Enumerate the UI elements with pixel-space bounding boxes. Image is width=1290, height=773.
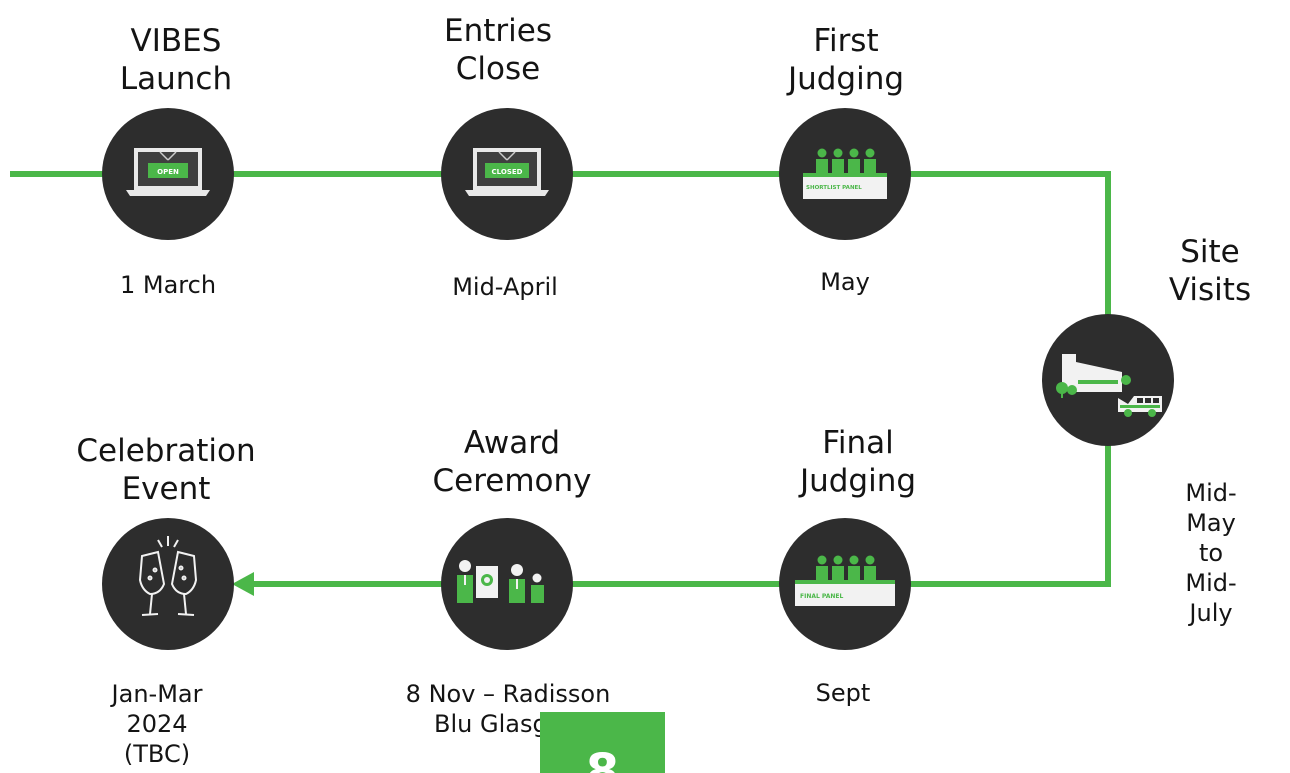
milestone-title-launch: VIBES Launch xyxy=(119,23,233,97)
milestone-title-site-visits: Site Visits xyxy=(1168,234,1252,308)
milestone-circle-site-visits xyxy=(1042,314,1174,446)
page-number-tab: 8 xyxy=(540,712,665,773)
milestone-date-launch: 1 March xyxy=(119,271,217,299)
milestone-circle-award-ceremony xyxy=(441,518,573,650)
award-presentation-icon xyxy=(457,560,544,603)
champagne-glasses-icon xyxy=(138,536,198,616)
milestone-date-celebration: Jan-Mar 2024 (TBC) xyxy=(111,680,203,768)
milestone-date-site-visits: Mid-May to Mid-July xyxy=(1185,479,1237,627)
laptop-closed-sign-icon: CLOSED xyxy=(465,148,549,196)
milestone-date-first-judging: May xyxy=(820,268,870,296)
milestone-title-final-judging: Final Judging xyxy=(799,425,917,499)
milestone-date-final-judging: Sept xyxy=(815,679,871,707)
milestone-circle-first-judging: SHORTLIST PANEL xyxy=(779,108,911,240)
milestone-date-entries-close: Mid-April xyxy=(452,273,558,301)
shortlist-panel-text: SHORTLIST PANEL xyxy=(806,185,862,191)
building-and-van-icon xyxy=(1056,354,1162,417)
milestone-title-award-ceremony: Award Ceremony xyxy=(432,425,592,499)
milestone-circle-celebration xyxy=(102,518,234,650)
milestone-title-entries-close: Entries Close xyxy=(444,13,552,87)
final-panel-text: FINAL PANEL xyxy=(800,593,844,600)
arrow-head-icon xyxy=(232,572,254,596)
laptop-open-sign-icon: OPEN xyxy=(126,148,210,196)
milestone-circle-launch: OPEN xyxy=(102,108,234,240)
judging-panel-icon: FINAL PANEL xyxy=(795,555,895,606)
milestone-circle-final-judging: FINAL PANEL xyxy=(779,518,911,650)
milestone-title-celebration: Celebration Event xyxy=(76,433,256,507)
milestone-circle-entries-close: CLOSED xyxy=(441,108,573,240)
milestone-title-first-judging: First Judging xyxy=(787,23,905,97)
page-number: 8 xyxy=(585,744,620,773)
closed-sign-text: CLOSED xyxy=(492,168,523,176)
judging-panel-icon: SHORTLIST PANEL xyxy=(803,148,887,199)
open-sign-text: OPEN xyxy=(157,168,179,176)
